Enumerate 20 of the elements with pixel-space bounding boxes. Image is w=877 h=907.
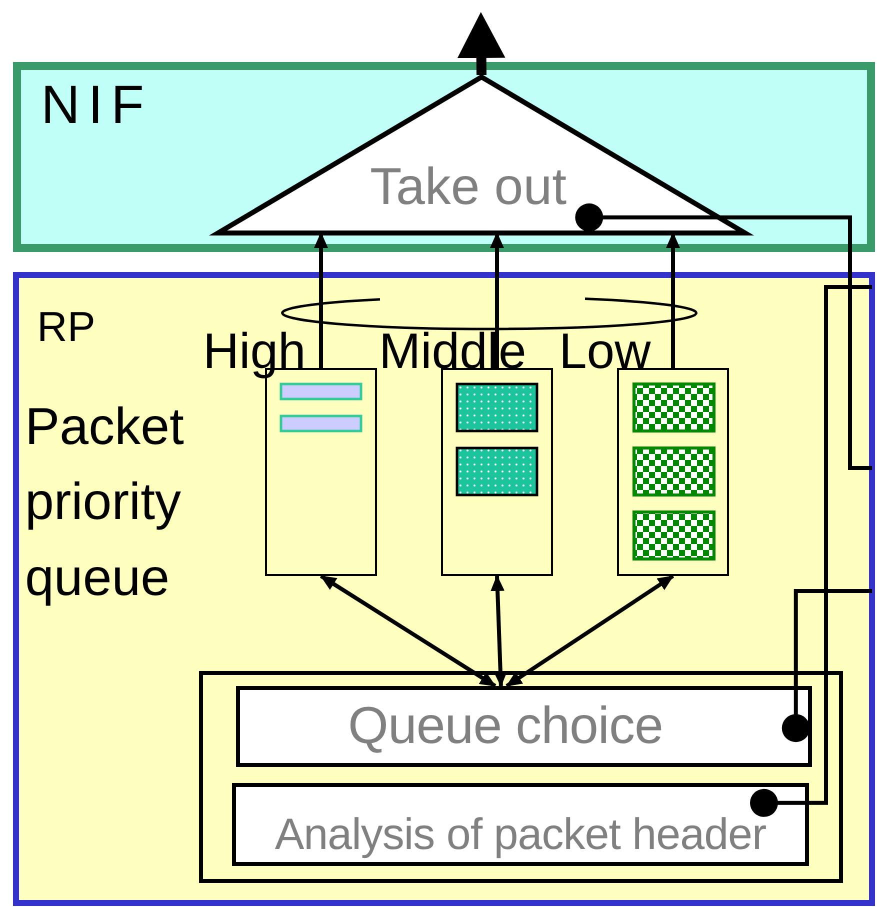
router-panel — [13, 272, 875, 906]
module-box — [199, 671, 843, 883]
arrow — [457, 12, 506, 76]
arrow — [320, 574, 496, 688]
connector-line — [750, 285, 872, 817]
panel-description: Packet priority queue — [25, 397, 185, 609]
node-label: Queue choice — [348, 700, 663, 752]
interface-panel — [13, 62, 875, 252]
queue-label: Low — [559, 326, 651, 376]
node-label: Take out — [370, 161, 567, 213]
panel-title: NIF — [41, 78, 152, 132]
panel-title: RP — [37, 306, 96, 348]
process-box — [236, 686, 812, 767]
node-label: Analysis of packet header — [274, 813, 768, 857]
connector-line — [575, 203, 872, 470]
arrow — [506, 574, 674, 688]
connector-line — [782, 589, 872, 742]
queue-label: High — [203, 326, 306, 376]
arrow — [490, 575, 508, 687]
process-box — [232, 783, 809, 866]
